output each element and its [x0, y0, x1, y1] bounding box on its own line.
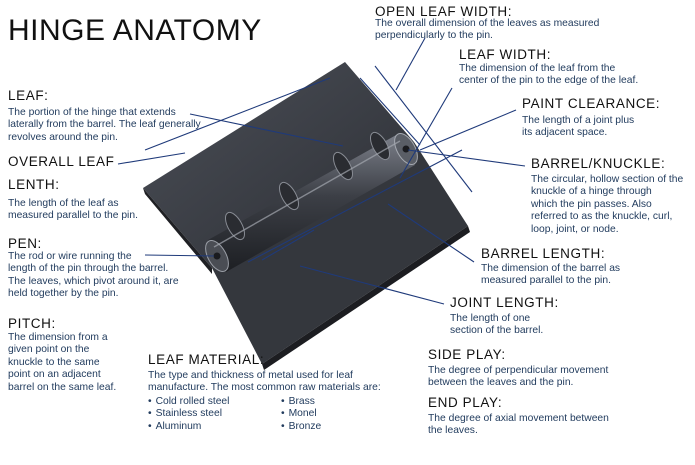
leader-leaf [189, 113, 344, 147]
leader-joint-length [299, 265, 445, 305]
side-play-definition: The degree of perpendicular movement bet… [428, 365, 609, 389]
pen-heading: PEN: [8, 236, 42, 251]
open-leaf-width-definition: The overall dimension of the leaves as m… [375, 18, 600, 42]
page-title: HINGE ANATOMY [8, 14, 262, 47]
barrel-length-definition: The dimension of the barrel as measured … [481, 263, 621, 287]
leaf-width-heading: LEAF WIDTH: [459, 47, 552, 62]
hinge-leaf-back-edge [143, 188, 212, 274]
leader-pen [144, 254, 215, 257]
materials-list-right: Brass Monel Bronze [281, 396, 322, 433]
material-item: Aluminum [148, 421, 229, 433]
leader-paint-clearance [419, 109, 517, 151]
end-play-definition: The degree of axial movement between the… [428, 413, 609, 437]
barrel-knuckle-heading: BARREL/KNUCKLE: [531, 156, 666, 171]
hinge-leaf-back [143, 62, 414, 268]
leader-overall-leaf [117, 152, 186, 165]
paint-clearance-definition: The length of a joint plus its adjacent … [522, 115, 635, 139]
pitch-heading: PITCH: [8, 316, 56, 331]
material-item: Brass [281, 396, 321, 408]
leaf-material-definition: The type and thickness of metal used for… [148, 370, 381, 394]
material-item: Cold rolled steel [148, 396, 230, 408]
overall-leaf-heading: OVERALL LEAF [8, 154, 115, 169]
lenth-definition: The length of the leaf as measured paral… [8, 198, 138, 222]
leader-barrel-length [387, 203, 475, 263]
barrel-length-heading: BARREL LENGTH: [481, 246, 606, 261]
paint-clearance-heading: PAINT CLEARANCE: [522, 96, 661, 111]
end-play-heading: END PLAY: [428, 395, 503, 410]
side-play-heading: SIDE PLAY: [428, 347, 506, 362]
barrel-knuckle-definition: The circular, hollow section of the knuc… [531, 174, 684, 235]
open-leaf-width-heading: OPEN LEAF WIDTH: [375, 4, 513, 19]
hinge-barrel [205, 131, 418, 272]
leader-open-leaf-width [395, 37, 426, 91]
pen-definition: The rod or wire running the length of th… [8, 251, 179, 300]
joint-length-heading: JOINT LENGTH: [450, 295, 559, 310]
joint-length-definition: The length of one section of the barrel. [450, 313, 544, 337]
hinge-leaf-front [212, 142, 468, 364]
leaf-definition: The portion of the hinge that extends la… [8, 107, 201, 143]
material-item: Bronze [281, 421, 322, 433]
material-item: Stainless steel [148, 408, 229, 420]
material-item: Monel [281, 408, 321, 420]
lenth-heading: LENTH: [8, 177, 60, 192]
leaf-material-heading: LEAF MATERIAL: [148, 352, 265, 367]
leader-leaf-width [399, 87, 453, 179]
hinge-leaf-edge [262, 226, 470, 370]
leader-lines [117, 37, 526, 305]
materials-list-left: Cold rolled steel Stainless steel Alumin… [148, 396, 230, 433]
leaf-width-definition: The dimension of the leaf from the cente… [459, 63, 639, 87]
pitch-definition: The dimension from a given point on the … [8, 332, 117, 393]
leader-barrel-knuckle [407, 149, 526, 167]
leaf-heading: LEAF: [8, 88, 49, 103]
